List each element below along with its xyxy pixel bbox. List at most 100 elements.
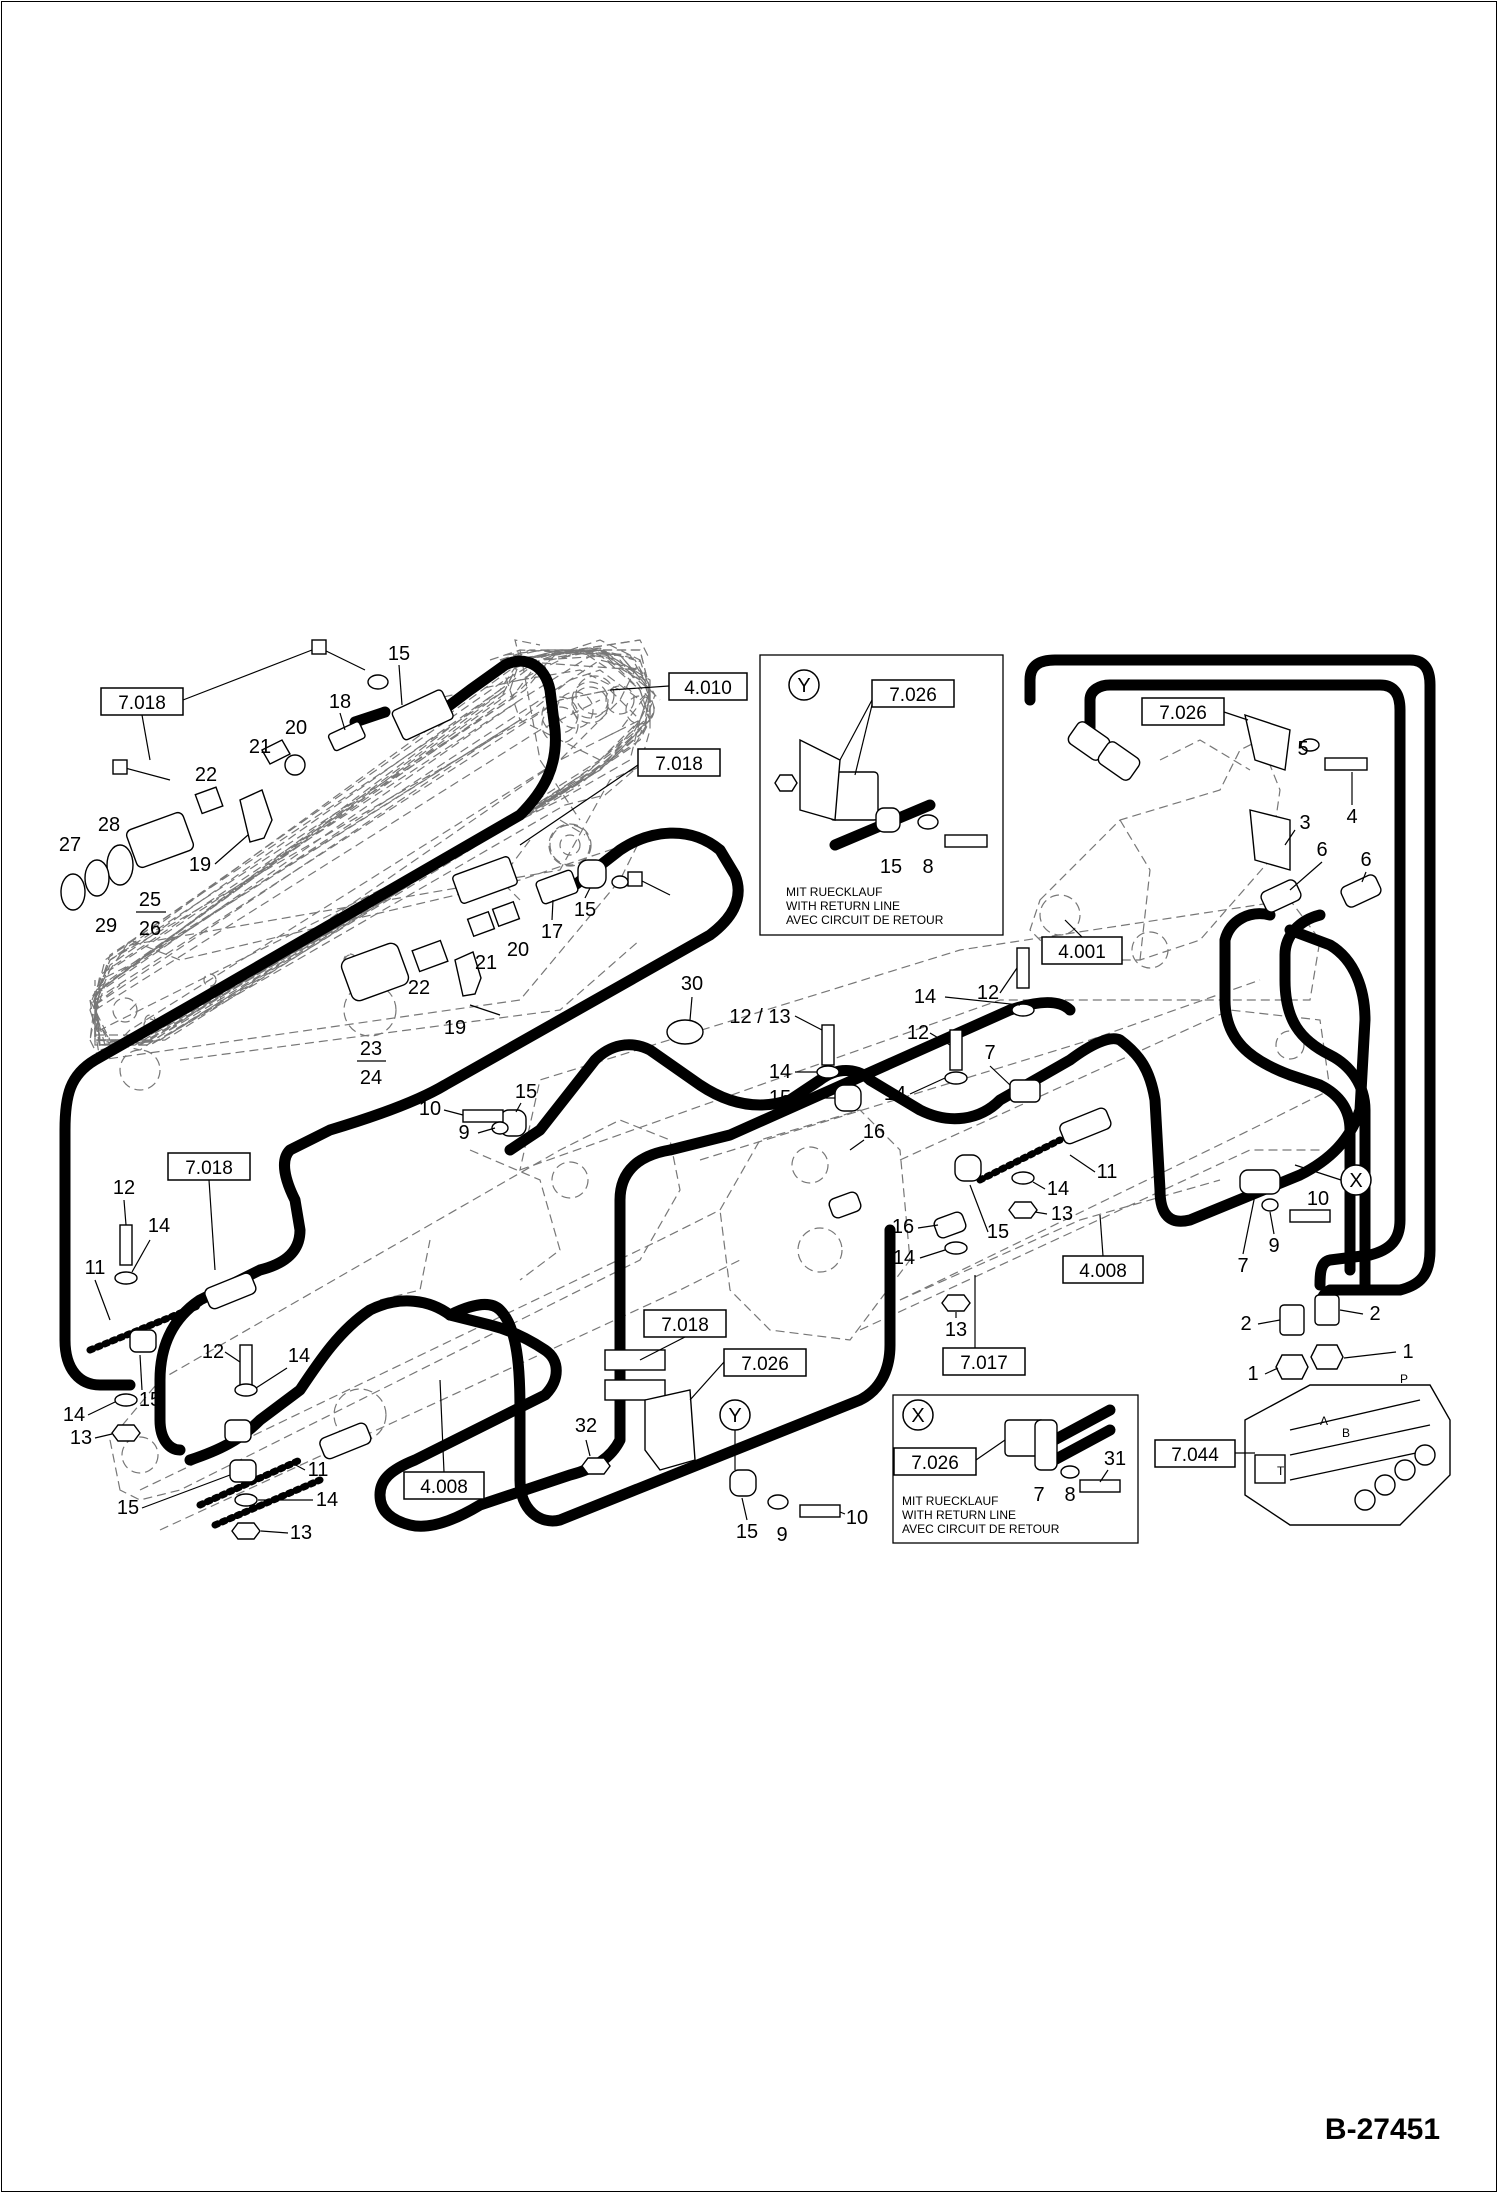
inset-x-frame — [892, 1394, 1139, 1544]
label-14-i: 14 — [316, 1489, 338, 1511]
label-15-f: 15 — [139, 1389, 161, 1411]
fitting-2-a — [1279, 1304, 1305, 1336]
fitting-16-b — [933, 1211, 967, 1239]
clamp-15-mid — [577, 859, 607, 889]
label-11-a: 11 — [1097, 1161, 1118, 1183]
hose-clamp-30 — [666, 1019, 704, 1045]
label-15-h: 15 — [736, 1521, 758, 1543]
ring-27 — [60, 873, 86, 911]
washer-14-b — [234, 1383, 258, 1397]
label-12-b: 12 — [907, 1022, 929, 1044]
label-6-b: 6 — [1360, 849, 1371, 871]
fitting-17 — [535, 869, 579, 905]
label-8-inset-x: 8 — [1064, 1484, 1075, 1506]
label-7-b: 7 — [1237, 1255, 1248, 1277]
coupling-valve-upper — [391, 689, 454, 741]
bracket-19-top — [239, 789, 273, 843]
fitting-6-a — [1260, 879, 1302, 913]
inset-x-bolt — [1079, 1479, 1121, 1493]
hose-bottom-loop — [444, 1224, 896, 1527]
ref-box-7018-left: 7.018 — [167, 1152, 251, 1271]
bolt-12-13 — [821, 1024, 835, 1066]
detail-marker-y-main: Y — [719, 1399, 751, 1470]
inset-y-frame — [759, 654, 1004, 936]
svg-text:7.018: 7.018 — [655, 754, 703, 775]
label-22: 22 — [195, 764, 217, 786]
bolt-head-top — [311, 639, 327, 655]
parts — [60, 639, 1451, 1540]
label-25: 25 — [139, 889, 161, 911]
label-23: 23 — [360, 1038, 382, 1060]
label-15-d: 15 — [987, 1221, 1009, 1243]
inset-y-bracket — [799, 738, 841, 821]
inset-x-note: MIT RUECKLAUF WITH RETURN LINE AVEC CIRC… — [902, 1494, 1060, 1536]
boom-middle-outline — [109, 1119, 681, 1501]
label-14-a: 14 — [914, 986, 936, 1008]
bolt-12-a — [119, 1224, 133, 1266]
label-8-inset-y: 8 — [922, 856, 933, 878]
svg-text:AVEC CIRCUIT DE RETOUR: AVEC CIRCUIT DE RETOUR — [902, 1522, 1060, 1536]
bolt-19 — [469, 1004, 501, 1016]
clamp-7-a — [1009, 1079, 1041, 1103]
clamp-15-c — [954, 1154, 982, 1182]
label-7-inset-x: 7 — [1033, 1484, 1044, 1506]
svg-text:WITH RETURN LINE: WITH RETURN LINE — [786, 899, 900, 913]
nut-13-d — [941, 1294, 971, 1312]
detail-marker-y-inset: Y — [788, 669, 820, 701]
washer-14-f — [944, 1071, 968, 1085]
ref-box-7026-inset-x: 7.026 — [893, 1439, 1006, 1476]
label-12-d: 12 — [202, 1341, 224, 1363]
quick-coupler-25 — [125, 811, 195, 869]
inset-x-washer — [1060, 1465, 1080, 1479]
detail-marker-x-main: X — [1294, 1164, 1372, 1196]
svg-text:Y: Y — [797, 675, 810, 697]
hose-right-fitting-a — [1219, 908, 1356, 1276]
svg-text:4.008: 4.008 — [420, 1477, 468, 1498]
svg-text:4.010: 4.010 — [684, 678, 732, 699]
label-27: 27 — [59, 834, 81, 856]
label-9-c: 9 — [776, 1524, 787, 1546]
label-15-e: 15 — [515, 1081, 537, 1103]
inset-y-nut — [774, 774, 798, 792]
svg-text:Y: Y — [728, 1405, 741, 1427]
label-32: 32 — [575, 1415, 597, 1437]
ref-box-7026-lower: 7.026 — [689, 1348, 807, 1401]
hose-right-tall-2 — [1084, 679, 1406, 1291]
label-10-b: 10 — [1307, 1188, 1329, 1210]
svg-text:7.018: 7.018 — [185, 1158, 233, 1179]
label-28: 28 — [98, 814, 120, 836]
inset-y-washer — [917, 814, 939, 830]
bolt-10-c — [799, 1504, 841, 1518]
hydraulic-hoses — [59, 654, 1436, 1532]
washer-14-e — [816, 1065, 840, 1079]
label-15-inset-y: 15 — [880, 856, 902, 878]
bolt-12-b — [239, 1344, 253, 1386]
document-number: B-27451 — [1324, 2113, 1440, 2146]
nut-20-top — [284, 754, 306, 776]
label-21: 21 — [249, 736, 271, 758]
part-number-labels: 15 18 21 20 22 28 27 29 25 26 19 17 15 2… — [59, 643, 1414, 1546]
label-7-a: 7 — [984, 1042, 995, 1064]
svg-text:X: X — [1349, 1170, 1362, 1192]
ref-box-4001: 4.001 — [1041, 919, 1123, 965]
label-4: 4 — [1346, 806, 1357, 828]
svg-text:AVEC CIRCUIT DE RETOUR: AVEC CIRCUIT DE RETOUR — [786, 913, 944, 927]
bracket-19-mid — [454, 951, 482, 997]
label-21-mid: 21 — [475, 952, 497, 974]
adapter-1-a — [1275, 1354, 1309, 1380]
label-15-g: 15 — [117, 1497, 139, 1519]
svg-text:B: B — [1342, 1426, 1350, 1440]
control-valve-block — [1244, 1384, 1451, 1526]
bolt-12-d — [1016, 947, 1030, 989]
label-10-a: 10 — [419, 1098, 441, 1120]
label-17: 17 — [541, 921, 563, 943]
washer-9-b — [1261, 1198, 1279, 1212]
label-31: 31 — [1104, 1448, 1126, 1470]
svg-text:7.026: 7.026 — [1159, 703, 1207, 724]
label-15-c: 15 — [769, 1087, 791, 1109]
label-1-b: 1 — [1402, 1341, 1413, 1363]
bolt-4 — [1324, 757, 1368, 771]
svg-text:7.044: 7.044 — [1171, 1445, 1219, 1466]
ref-box-4010: 4.010 — [609, 672, 748, 701]
